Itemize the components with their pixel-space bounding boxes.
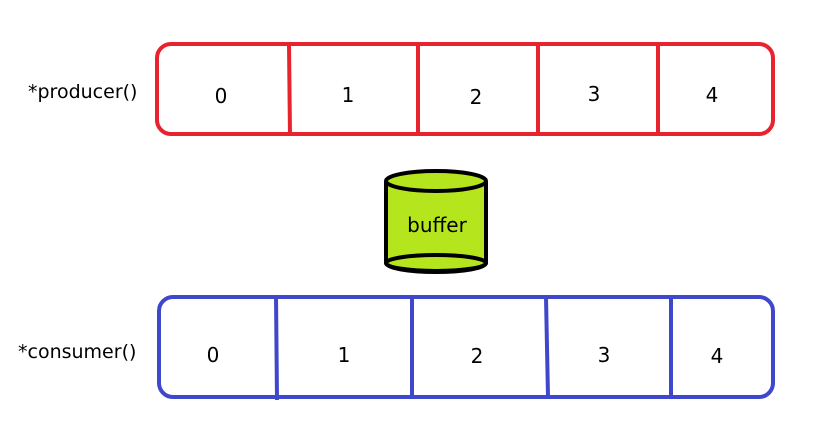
consumer-cell-4: 4 — [711, 344, 724, 368]
producer-cell-3: 3 — [588, 82, 601, 106]
consumer-divider — [544, 296, 550, 398]
consumer-cell-1: 1 — [338, 343, 351, 367]
buffer-bottom — [384, 253, 488, 273]
consumer-label: *consumer() — [18, 341, 137, 363]
producer-cell-4: 4 — [706, 83, 719, 107]
consumer-divider — [274, 294, 279, 401]
buffer-cylinder: buffer — [384, 169, 488, 274]
buffer-top — [384, 169, 488, 193]
consumer-array: 0 1 2 3 4 — [157, 294, 775, 401]
consumer-cell-2: 2 — [471, 344, 484, 368]
producer-cell-0: 0 — [215, 84, 228, 108]
buffer-label: buffer — [407, 213, 467, 237]
consumer-cell-0: 0 — [207, 343, 220, 367]
producer-array: 0 1 2 3 4 — [155, 42, 775, 137]
producer-label: *producer() — [28, 81, 138, 103]
consumer-array-border — [157, 295, 775, 399]
producer-array-border — [155, 42, 775, 136]
producer-divider — [287, 43, 292, 137]
producer-cell-2: 2 — [470, 85, 483, 109]
consumer-cell-3: 3 — [598, 343, 611, 367]
producer-cell-1: 1 — [342, 83, 355, 107]
